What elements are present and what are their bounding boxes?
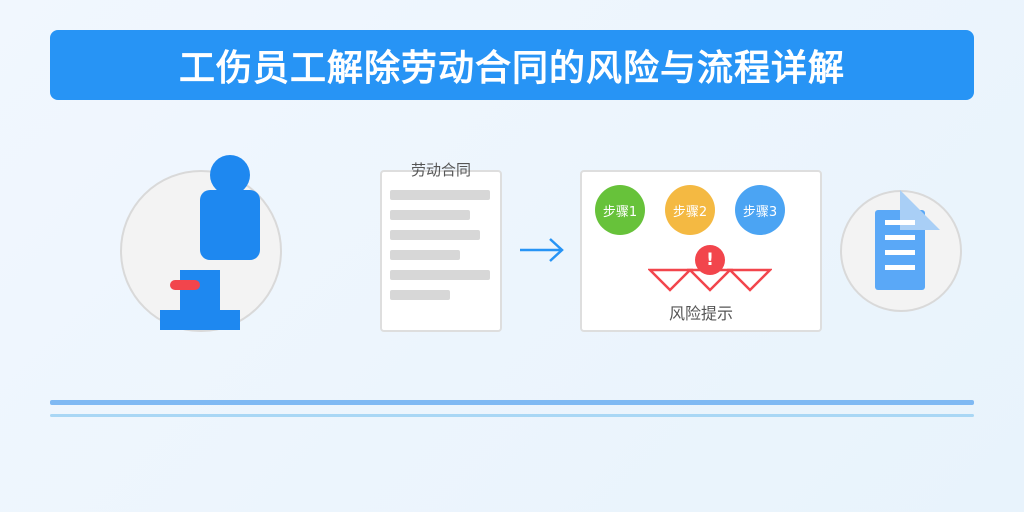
worker-torso [200, 190, 260, 260]
divider-line-thin [50, 414, 974, 417]
page-title: 工伤员工解除劳动合同的风险与流程详解 [178, 48, 845, 89]
injury-bandage [170, 280, 200, 290]
step-3-badge: 步骤3 [735, 185, 785, 235]
contract-card [380, 170, 502, 332]
contract-text-line [390, 190, 490, 200]
worker-foot [160, 310, 240, 330]
step-2-badge: 步骤2 [665, 185, 715, 235]
contract-text-line [390, 290, 450, 300]
step-1-badge: 步骤1 [595, 185, 645, 235]
arrow-right-icon [520, 238, 564, 262]
contract-title: 劳动合同 [410, 161, 471, 179]
contract-text-line [390, 210, 470, 220]
worker-head [210, 155, 250, 195]
risk-label: 风险提示 [668, 304, 733, 323]
contract-text-line [390, 250, 460, 260]
warning-icon: ! [695, 245, 725, 275]
contract-text-line [390, 270, 490, 280]
document-icon [875, 190, 940, 290]
title-banner: 工伤员工解除劳动合同的风险与流程详解 [50, 30, 974, 100]
contract-text-line [390, 230, 480, 240]
divider-line-thick [50, 400, 974, 405]
